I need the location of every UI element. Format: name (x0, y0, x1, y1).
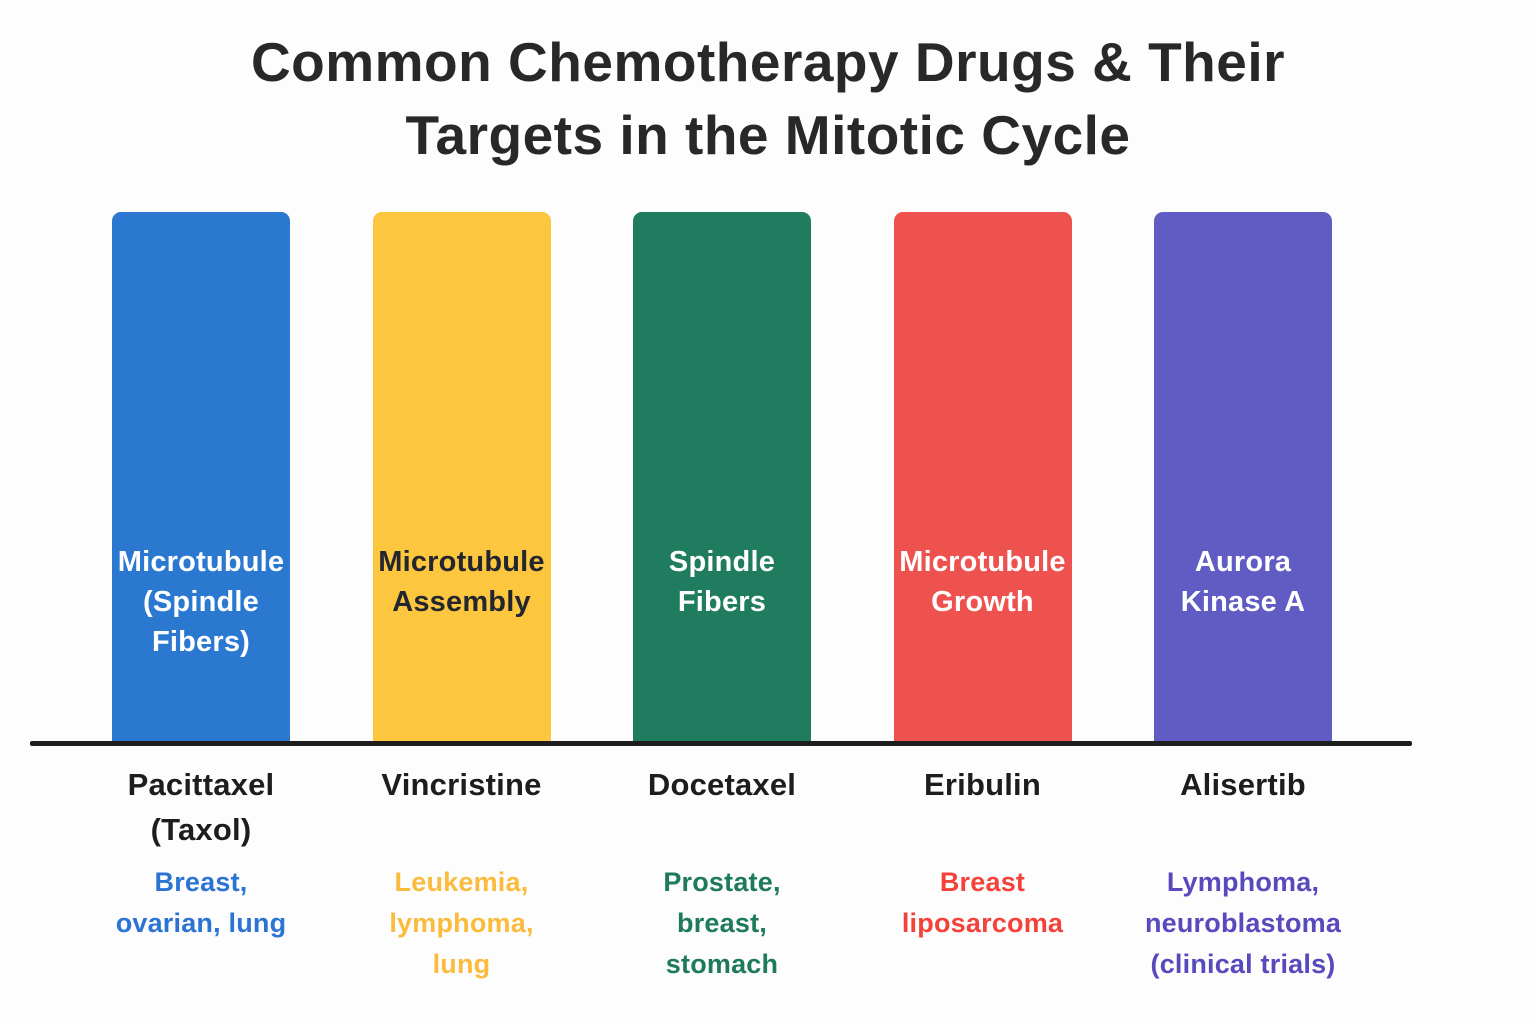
bar-docetaxel: Spindle Fibers (633, 212, 811, 741)
cancer-types-docetaxel: Prostate, breast, stomach (663, 867, 781, 979)
axis-line (30, 741, 1412, 746)
cancer-types-vincristine: Leukemia, lymphoma, lung (389, 867, 534, 979)
label-column-pacittaxel: Pacittaxel (Taxol) Breast, ovarian, lung (112, 762, 290, 985)
bar-target-label-eribulin: Microtubule Growth (899, 546, 1066, 618)
label-column-eribulin: Eribulin Breast liposarcoma (894, 762, 1072, 985)
page-title: Common Chemotherapy Drugs & Their Target… (250, 31, 1286, 166)
bar-pacittaxel: Microtubule (Spindle Fibers) (112, 212, 290, 741)
bar-target-label-docetaxel: Spindle Fibers (668, 546, 776, 618)
bar-target-label-alisertib: Aurora Kinase A (1180, 546, 1306, 618)
bar-target-label-pacittaxel: Microtubule (Spindle Fibers) (117, 546, 285, 658)
label-column-vincristine: Vincristine Leukemia, lymphoma, lung (373, 762, 551, 985)
drug-name-eribulin: Eribulin (924, 767, 1041, 802)
bar-eribulin: Microtubule Growth (893, 212, 1072, 741)
drug-name-vincristine: Vincristine (381, 767, 542, 802)
bar-target-label-vincristine: Microtubule Assembly (378, 546, 545, 618)
drug-name-docetaxel: Docetaxel (647, 767, 797, 802)
label-column-alisertib: Alisertib Lymphoma, neuroblastoma (clini… (1145, 762, 1341, 985)
label-column-docetaxel: Docetaxel Prostate, breast, stomach (633, 762, 811, 985)
bar-vincristine: Microtubule Assembly (372, 212, 551, 741)
chart-labels-row: Pacittaxel (Taxol) Breast, ovarian, lung… (112, 762, 1341, 985)
chart-bars-row: Microtubule (Spindle Fibers) Microtubule… (112, 212, 1332, 741)
drug-name-alisertib: Alisertib (1180, 767, 1306, 802)
cancer-types-pacittaxel: Breast, ovarian, lung (115, 867, 287, 938)
drug-name-pacittaxel: Pacittaxel (Taxol) (127, 767, 275, 847)
cancer-types-eribulin: Breast liposarcoma (901, 867, 1064, 938)
bar-alisertib: Aurora Kinase A (1154, 212, 1332, 741)
cancer-types-alisertib: Lymphoma, neuroblastoma (clinical trials… (1144, 867, 1342, 979)
